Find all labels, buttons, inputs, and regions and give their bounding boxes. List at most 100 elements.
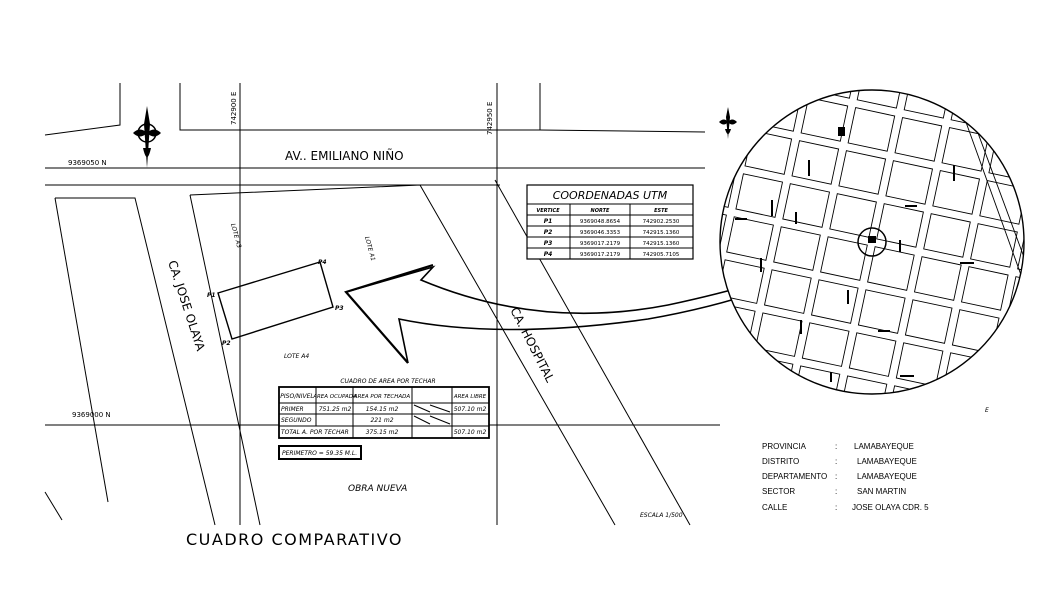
city-block — [643, 379, 690, 423]
info-sep: : — [835, 503, 837, 512]
coord-cell: P4 — [544, 251, 553, 258]
city-block — [923, 213, 971, 258]
city-block — [960, 42, 1007, 86]
city-block — [679, 0, 726, 25]
utm-grid-lines — [45, 83, 720, 525]
coord-header-vertice: VERTICE — [536, 208, 560, 214]
coord-cell: 9369017.2179 — [580, 252, 621, 258]
vertex-p3: P3 — [335, 305, 344, 312]
lot-polygon — [217, 261, 334, 340]
city-block — [1028, 416, 1048, 460]
coordinates-table-rows: P1 9369048.8654 742902.2530 P2 9369046.3… — [544, 218, 680, 258]
city-block — [735, 173, 784, 218]
street-ca-hospital: CA. HOSPITAL — [507, 305, 557, 385]
city-block — [913, 32, 960, 76]
coord-cell: 742915.1360 — [643, 241, 680, 247]
area-cell: TOTAL A. POR TECHAR — [281, 429, 349, 436]
info-label-calle: CALLE — [762, 503, 787, 512]
coord-cell: 742905.7105 — [643, 252, 680, 258]
city-block — [720, 388, 738, 394]
city-block — [856, 90, 905, 109]
street-ca-jose-olaya: CA. JOSE OLAYA — [165, 259, 208, 354]
city-block — [726, 216, 774, 261]
info-value-departamento: LAMABAYEQUE — [857, 472, 917, 481]
city-block — [903, 90, 952, 119]
city-block — [847, 107, 896, 152]
coord-cell: 742902.2530 — [643, 219, 680, 225]
coord-cell: 742915.1360 — [643, 230, 680, 236]
area-cell: 751.25 m2 — [319, 406, 352, 413]
location-info: PROVINCIA : LAMABAYEQUE DISTRITO : LAMAB… — [762, 442, 929, 512]
city-block — [810, 279, 859, 324]
vertex-p1: P1 — [207, 292, 216, 299]
city-block — [720, 120, 746, 165]
city-block — [972, 449, 1019, 493]
city-block — [950, 90, 999, 129]
area-table-headers: PISO/NIVEL AREA OCUPADA AREA POR TECHADA… — [280, 393, 486, 400]
city-block — [848, 332, 897, 377]
obra-nueva-label: OBRA NUEVA — [348, 484, 407, 494]
city-block — [737, 399, 784, 443]
coord-cell: P2 — [544, 229, 553, 236]
coord-header-este: ESTE — [654, 208, 668, 214]
city-block — [934, 396, 981, 440]
city-block — [596, 369, 643, 413]
coord-cell: 9369046.3353 — [580, 230, 621, 236]
city-block — [1037, 373, 1048, 417]
area-table-title: CUADRO DE AREA POR TECHAR — [340, 378, 435, 385]
city-block — [791, 140, 840, 185]
city-block — [989, 362, 1024, 394]
city-block — [782, 183, 831, 228]
city-block — [876, 203, 924, 248]
stray-e-label: E — [985, 407, 989, 414]
city-block — [763, 269, 812, 314]
city-block — [669, 25, 716, 68]
info-value-sector: SAN MARTIN — [857, 487, 906, 496]
city-block — [867, 246, 915, 291]
info-sep: : — [835, 457, 837, 466]
city-block — [932, 170, 981, 215]
city-block — [997, 93, 1024, 139]
city-block — [839, 375, 888, 394]
coordinates-table — [526, 184, 694, 260]
grid-north-bottom: 9369000 N — [72, 411, 111, 419]
info-value-calle: JOSE OLAYA CDR. 5 — [852, 503, 929, 512]
city-block — [716, 35, 763, 78]
city-block — [941, 127, 990, 172]
grid-east-right: 742950 E — [486, 102, 494, 135]
city-block — [660, 68, 707, 112]
city-block — [925, 439, 972, 483]
city-block — [885, 160, 934, 205]
city-block — [1027, 191, 1048, 235]
city-block — [800, 97, 849, 142]
area-header-piso: PISO/NIVEL — [280, 393, 313, 400]
area-header-techada: AREA POR TECHADA — [353, 394, 411, 400]
coord-cell: 9369048.8654 — [580, 219, 621, 225]
area-cell: PRIMER — [281, 406, 304, 413]
city-block — [801, 322, 850, 367]
area-cell: SEGUNDO — [281, 417, 312, 424]
info-label-provincia: PROVINCIA — [762, 442, 807, 451]
info-value-provincia: LAMABAYEQUE — [854, 442, 914, 451]
city-block — [720, 90, 755, 122]
city-block — [866, 22, 913, 66]
info-value-distrito: LAMABAYEQUE — [857, 457, 917, 466]
area-table — [278, 386, 490, 439]
north-arrow-icon — [133, 106, 161, 168]
lot-a4-label: LOTE A4 — [284, 353, 309, 360]
area-cell: 154.15 m2 — [366, 406, 399, 413]
location-map-border — [719, 89, 1025, 395]
diagonal-street — [957, 99, 1024, 301]
city-block — [773, 226, 821, 271]
city-block — [819, 12, 866, 56]
perimeter-box — [278, 445, 362, 460]
main-title: CUADRO COMPARATIVO — [186, 530, 403, 549]
coord-cell: P3 — [544, 240, 553, 247]
info-label-distrito: DISTRITO — [762, 457, 799, 466]
scale-label: ESCALA 1/500 — [640, 512, 683, 519]
city-block — [1017, 233, 1024, 278]
city-block — [831, 419, 878, 463]
city-block — [773, 2, 820, 46]
street-boundaries — [44, 83, 706, 526]
